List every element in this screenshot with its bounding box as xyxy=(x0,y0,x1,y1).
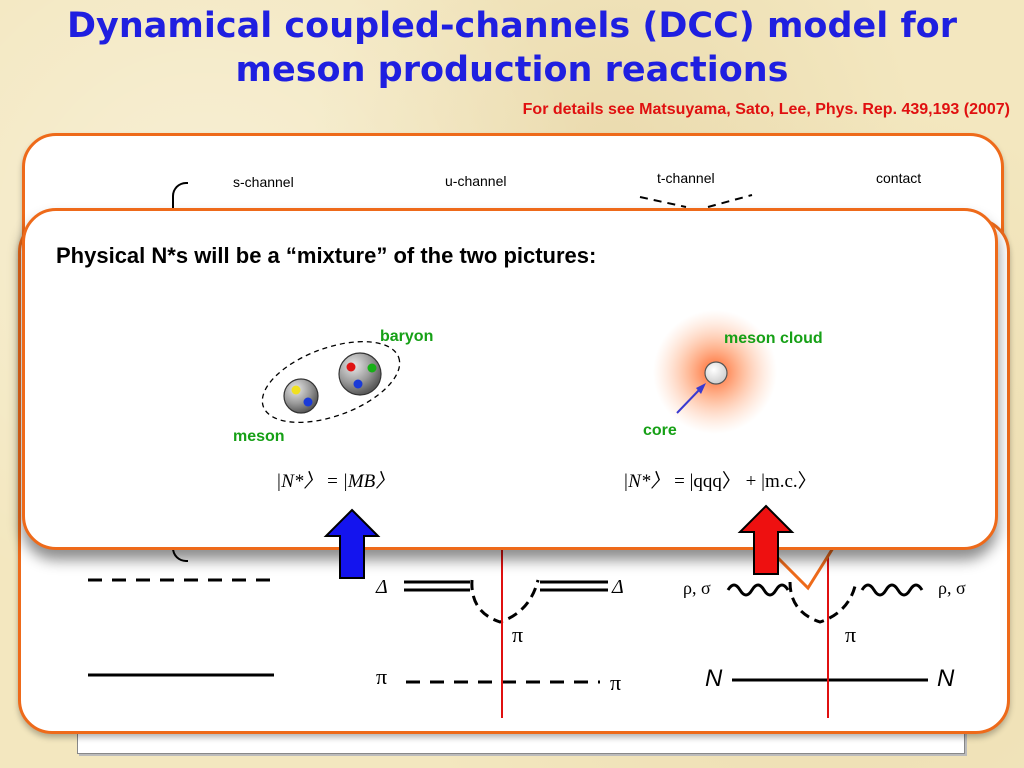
core-ball xyxy=(704,361,728,385)
t-channel-label: t-channel xyxy=(657,170,715,186)
title-line-1: Dynamical coupled-channels (DCC) model f… xyxy=(67,6,957,46)
pi-label-bottom-left: π xyxy=(376,664,388,689)
mixture-heading: Physical N*s will be a “mixture” of the … xyxy=(56,243,597,268)
t-channel-dash-right xyxy=(707,194,753,208)
quark-yellow xyxy=(291,385,301,395)
red-up-arrow xyxy=(737,504,795,575)
pi-label-middle: π xyxy=(512,622,524,647)
right-formula-lhs: |N*〉 xyxy=(623,471,670,492)
title-line-2: meson production reactions xyxy=(235,50,789,90)
pi-label-bottom-right: π xyxy=(610,670,622,695)
rho-sigma-label-left: ρ, σ xyxy=(683,578,711,598)
blue-up-arrow xyxy=(323,508,381,579)
core-pointer-head xyxy=(696,383,706,394)
left-formula-lhs: |N*〉 xyxy=(276,471,323,492)
pi-label-right: π xyxy=(845,622,857,647)
t-channel-dash-left xyxy=(639,196,687,208)
nucleon-label-right: N xyxy=(937,665,955,692)
right-formula: |N*〉 = |qqq〉 + |m.c.〉 xyxy=(623,466,817,493)
pion-loop-right xyxy=(788,581,858,624)
right-formula-rhs: |qqq〉 + |m.c.〉 xyxy=(689,471,817,492)
quark-red xyxy=(346,362,356,372)
quark-green xyxy=(367,363,377,373)
pion-loop-middle xyxy=(470,579,540,624)
slide-title: Dynamical coupled-channels (DCC) model f… xyxy=(0,4,1024,92)
right-formula-eq: = xyxy=(669,471,690,492)
left-formula: |N*〉 = |MB〉 xyxy=(276,466,394,493)
nucleon-label-left: N xyxy=(705,665,723,692)
contact-label: contact xyxy=(876,170,922,186)
s-channel-label: s-channel xyxy=(233,174,294,190)
baryon-label: baryon xyxy=(380,328,434,345)
u-channel-label: u-channel xyxy=(445,173,507,189)
delta-label-right: Δ xyxy=(612,576,624,598)
wavy-line-right xyxy=(860,583,924,597)
meson-ball xyxy=(283,378,319,414)
reference-note: For details see Matsuyama, Sato, Lee, Ph… xyxy=(522,101,1010,118)
bracket-top xyxy=(172,182,188,216)
baryon-ball xyxy=(338,352,382,396)
wavy-line-left xyxy=(726,583,790,597)
meson-baryon-envelope xyxy=(261,341,401,423)
mixture-callout-card xyxy=(22,208,998,550)
meson-label: meson xyxy=(233,428,285,445)
rho-sigma-label-right: ρ, σ xyxy=(938,578,966,598)
core-pointer-line xyxy=(676,387,702,414)
left-formula-rhs: |MB〉 xyxy=(342,471,395,492)
left-formula-eq: = xyxy=(322,471,343,492)
quark-blue-baryon xyxy=(353,379,363,389)
quark-blue-meson xyxy=(303,397,313,407)
meson-cloud-label: meson cloud xyxy=(724,330,823,347)
delta-label-left: Δ xyxy=(376,576,388,598)
core-label: core xyxy=(643,422,677,439)
